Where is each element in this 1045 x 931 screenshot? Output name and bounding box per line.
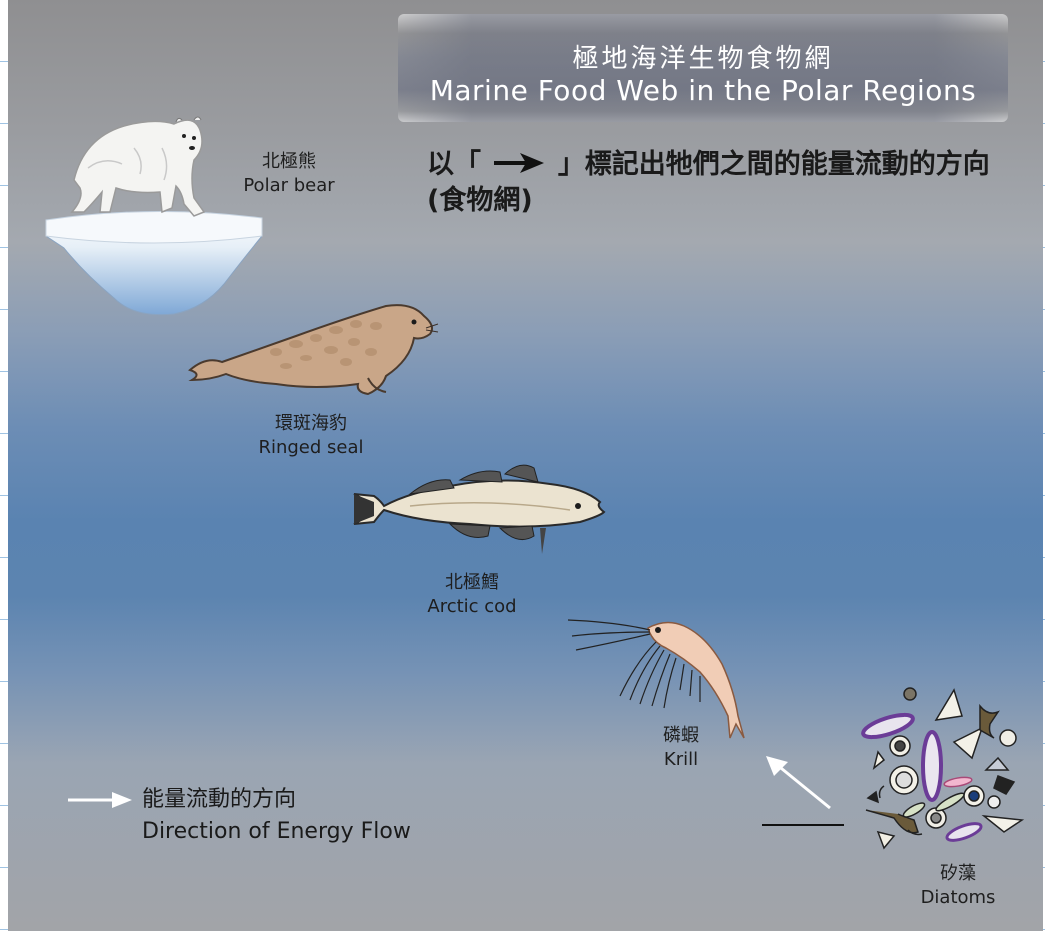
- ringed-seal-icon: [188, 304, 439, 396]
- diatoms-label: 矽藻 Diatoms: [900, 862, 1016, 910]
- legend-text: 能量流動的方向 Direction of Energy Flow: [142, 784, 411, 848]
- example-arrow-icon: [766, 756, 831, 810]
- polar-bear-label-zh: 北極熊: [262, 151, 316, 172]
- arctic-cod-label-zh: 北極鱈: [445, 572, 499, 593]
- diatoms-label-zh: 矽藻: [940, 863, 976, 884]
- answer-line: [762, 824, 844, 826]
- arctic-cod-label-en: Arctic cod: [427, 596, 517, 617]
- polar-bear-label: 北極熊 Polar bear: [234, 150, 344, 198]
- arctic-cod-label: 北極鱈 Arctic cod: [412, 571, 532, 619]
- legend-label-en: Direction of Energy Flow: [142, 819, 411, 844]
- legend-label-zh: 能量流動的方向: [142, 787, 297, 812]
- krill-label-zh: 磷蝦: [663, 725, 699, 746]
- arctic-cod-icon: [353, 464, 606, 554]
- title-english: Marine Food Web in the Polar Regions: [429, 74, 977, 107]
- krill-label-en: Krill: [663, 749, 699, 770]
- instruction-prefix: 以「: [427, 149, 481, 180]
- diatoms-icon: [861, 687, 1025, 850]
- arrow-right-icon: [68, 792, 132, 808]
- instruction-suffix: 」標記出牠們之間的能量流動的方向: [557, 149, 990, 180]
- ringed-seal-label-en: Ringed seal: [258, 437, 364, 458]
- instruction-line-1: 以「 」標記出牠們之間的能量流動的方向: [427, 142, 990, 181]
- instruction-line-2: (食物網): [427, 185, 533, 216]
- title-banner: [398, 14, 1008, 122]
- polar-bear-icon: [45, 116, 263, 316]
- instruction-arrow-icon: [490, 151, 548, 175]
- ringed-seal-label-zh: 環斑海豹: [275, 413, 347, 434]
- title-chinese: 極地海洋生物食物網: [572, 44, 834, 74]
- ringed-seal-label: 環斑海豹 Ringed seal: [246, 412, 376, 460]
- krill-icon: [567, 619, 745, 739]
- krill-label: 磷蝦 Krill: [626, 724, 736, 772]
- polar-bear-label-en: Polar bear: [243, 175, 335, 196]
- diatoms-label-en: Diatoms: [920, 887, 996, 908]
